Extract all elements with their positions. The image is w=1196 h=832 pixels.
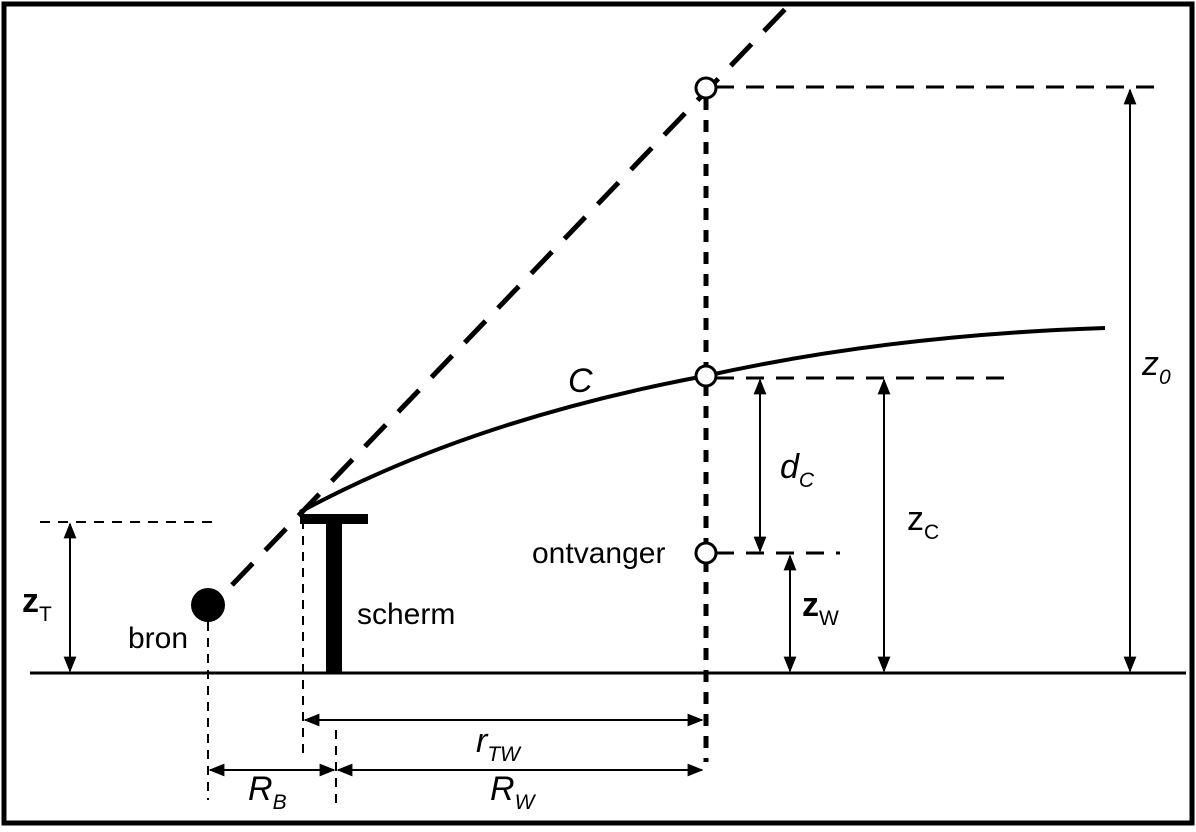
z0-point: [694, 76, 718, 100]
line-of-sight-dashed: [230, 2, 792, 587]
z0-label: z0: [1141, 345, 1171, 389]
rw-label: RW: [490, 770, 537, 814]
curve-c-label: C: [568, 362, 593, 400]
receiver-label: ontvanger: [532, 537, 665, 570]
curve-c: [299, 326, 1106, 514]
screen-barrier: [300, 514, 368, 673]
receiver-point: [694, 541, 718, 565]
dc-label: dC: [780, 448, 815, 492]
zw-label: zW: [802, 586, 839, 630]
zc-label: zC: [907, 500, 939, 544]
source-label: bron: [128, 622, 188, 655]
zt-label: zT: [22, 582, 52, 626]
screen-label: scherm: [357, 598, 455, 631]
zc-point: [694, 364, 718, 388]
source-dot: [191, 588, 225, 622]
rb-label: RB: [248, 770, 287, 814]
rtw-label: rTW: [476, 722, 522, 766]
